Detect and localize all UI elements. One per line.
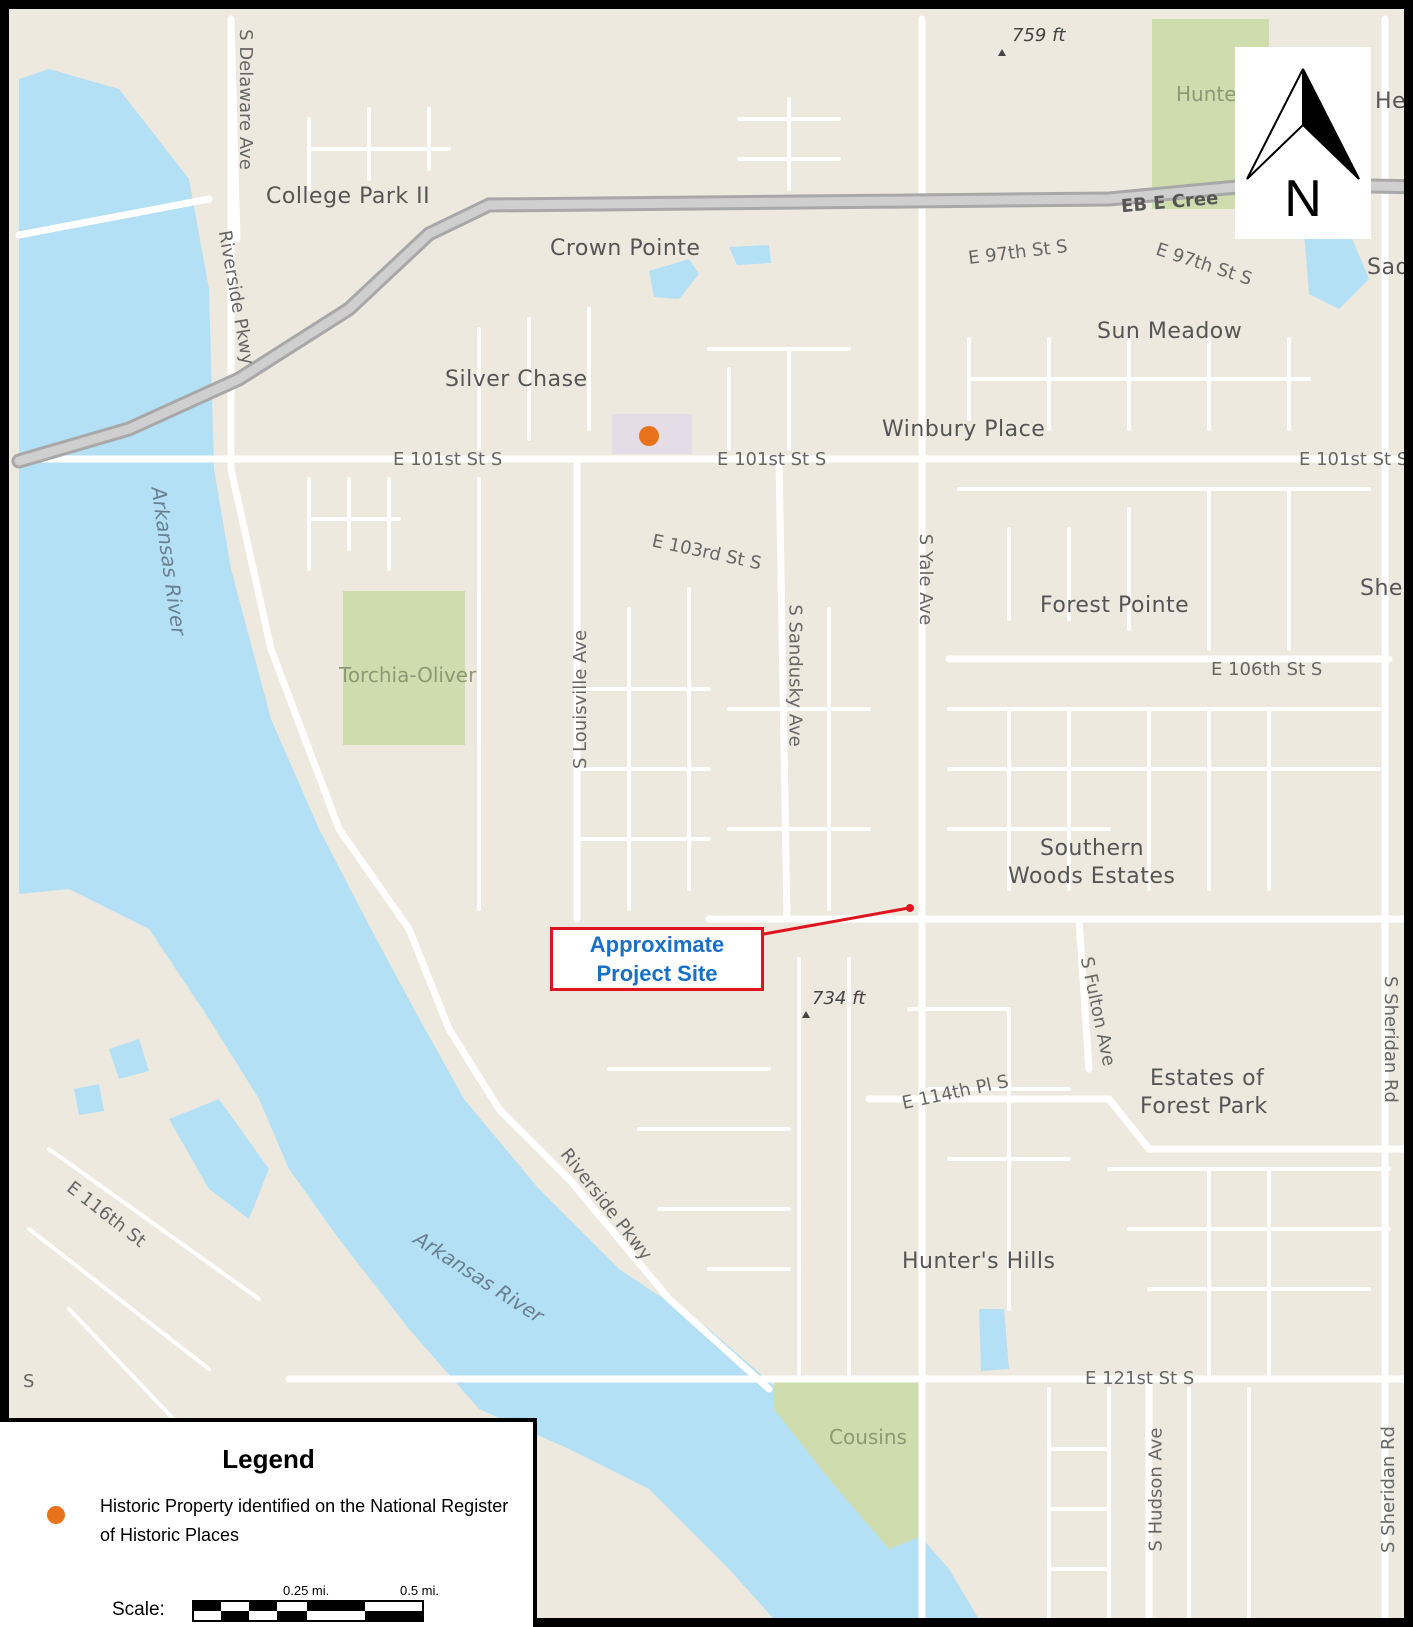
historic-property-legend-icon — [47, 1506, 65, 1524]
road-s-delaware — [227, 15, 241, 243]
north-arrow-icon — [1246, 68, 1360, 180]
elevation-marker-north — [998, 49, 1006, 56]
place-hea: Hea — [1375, 89, 1407, 114]
road-label-s-sandusky: S Sandusky Ave — [784, 604, 806, 747]
elevation-label-south: 734 ft — [812, 988, 866, 1009]
lake-crown-pointe — [649, 259, 699, 299]
pond-industrial-3 — [74, 1084, 104, 1115]
scale-tick-half: 0.5 mi. — [400, 1583, 440, 1598]
scale-label: Scale: — [112, 1599, 165, 1620]
road-riverside-upper — [227, 15, 773, 1393]
legend-panel: Legend Historic Property identified on t… — [0, 1418, 537, 1627]
road-e-114th — [865, 1095, 1404, 1153]
project-site-marker[interactable] — [906, 904, 914, 912]
place-estates-forest-park-1: Estates of — [1150, 1066, 1265, 1091]
historic-property-marker[interactable] — [639, 426, 659, 446]
road-label-s-delaware: S Delaware Ave — [234, 29, 256, 170]
project-site-label-line2: Project Site — [596, 961, 718, 986]
road-fulton — [1075, 915, 1093, 1073]
place-sheri: Sheri — [1360, 576, 1413, 601]
basemap[interactable] — [9, 9, 1413, 1627]
road-label-e-101st-e: E 101st St S — [1299, 449, 1409, 470]
road-bridge — [15, 195, 213, 239]
scale-bar — [192, 1600, 424, 1622]
place-forest-pointe: Forest Pointe — [1040, 593, 1190, 618]
road-label-s-yale: S Yale Ave — [915, 533, 937, 626]
legend-historic-label: Historic Property identified on the Nati… — [100, 1496, 509, 1545]
place-southern-woods-1: Southern — [1040, 836, 1145, 861]
river-upper — [19, 69, 979, 1618]
road-label-s-louisville: S Louisville Ave — [570, 629, 592, 770]
place-sun-meadow: Sun Meadow — [1097, 319, 1243, 344]
lake-crown-pointe-2 — [729, 245, 771, 265]
place-crown-pointe: Crown Pointe — [550, 236, 701, 261]
project-site-label-line1: Approximate — [589, 932, 725, 957]
road-label-e-101st-c: E 101st St S — [717, 449, 827, 470]
park-label-torchia-oliver: Torchia-Oliver — [339, 663, 477, 687]
pond-industrial-1 — [169, 1099, 269, 1219]
place-winbury-place: Winbury Place — [882, 417, 1046, 442]
legend-title: Legend — [222, 1444, 315, 1474]
road-sandusky — [775, 455, 791, 923]
lake-hunters-hills — [979, 1309, 1009, 1371]
park-label-hunte: Hunte — [1176, 82, 1237, 106]
elevation-label-north: 759 ft — [1012, 25, 1066, 46]
lake-sadd — [1304, 231, 1369, 309]
road-label-s-hudson: S Hudson Ave — [1145, 1427, 1167, 1552]
road-label-s-sheridan-1: S Sheridan Rd — [1379, 976, 1401, 1103]
park-torchia-oliver — [343, 591, 465, 745]
road-label-e-106th: E 106th St S — [1211, 659, 1323, 680]
pond-industrial-2 — [109, 1039, 149, 1079]
project-site-label: Approximate Project Site — [550, 927, 764, 991]
park-cousins — [774, 1381, 922, 1549]
main-roads — [15, 15, 1404, 1618]
elevation-marker-south — [802, 1011, 810, 1018]
site-leader-line — [763, 906, 910, 936]
north-arrow: N — [1235, 47, 1371, 239]
highway-creek-turnpike-fill — [14, 179, 1404, 466]
road-label-e-121st: E 121st St S — [1085, 1368, 1195, 1389]
north-arrow-letter: N — [1284, 170, 1322, 228]
park-label-cousins: Cousins — [829, 1425, 907, 1449]
scale-tick-quarter: 0.25 mi. — [283, 1583, 330, 1598]
place-silver-chase: Silver Chase — [445, 367, 588, 392]
place-southern-woods-2: Woods Estates — [1008, 864, 1176, 889]
road-label-e-101st-w: E 101st St S — [393, 449, 503, 470]
place-hunters-hills: Hunter's Hills — [902, 1249, 1056, 1274]
local-streets — [27, 97, 1391, 1618]
road-label-edge-s: S — [23, 1371, 35, 1392]
place-sadd: Sadd — [1367, 255, 1410, 280]
place-college-park: College Park II — [266, 184, 431, 209]
road-label-s-sheridan-2: S Sheridan Rd — [1377, 1426, 1399, 1553]
place-estates-forest-park-2: Forest Park — [1140, 1094, 1268, 1119]
